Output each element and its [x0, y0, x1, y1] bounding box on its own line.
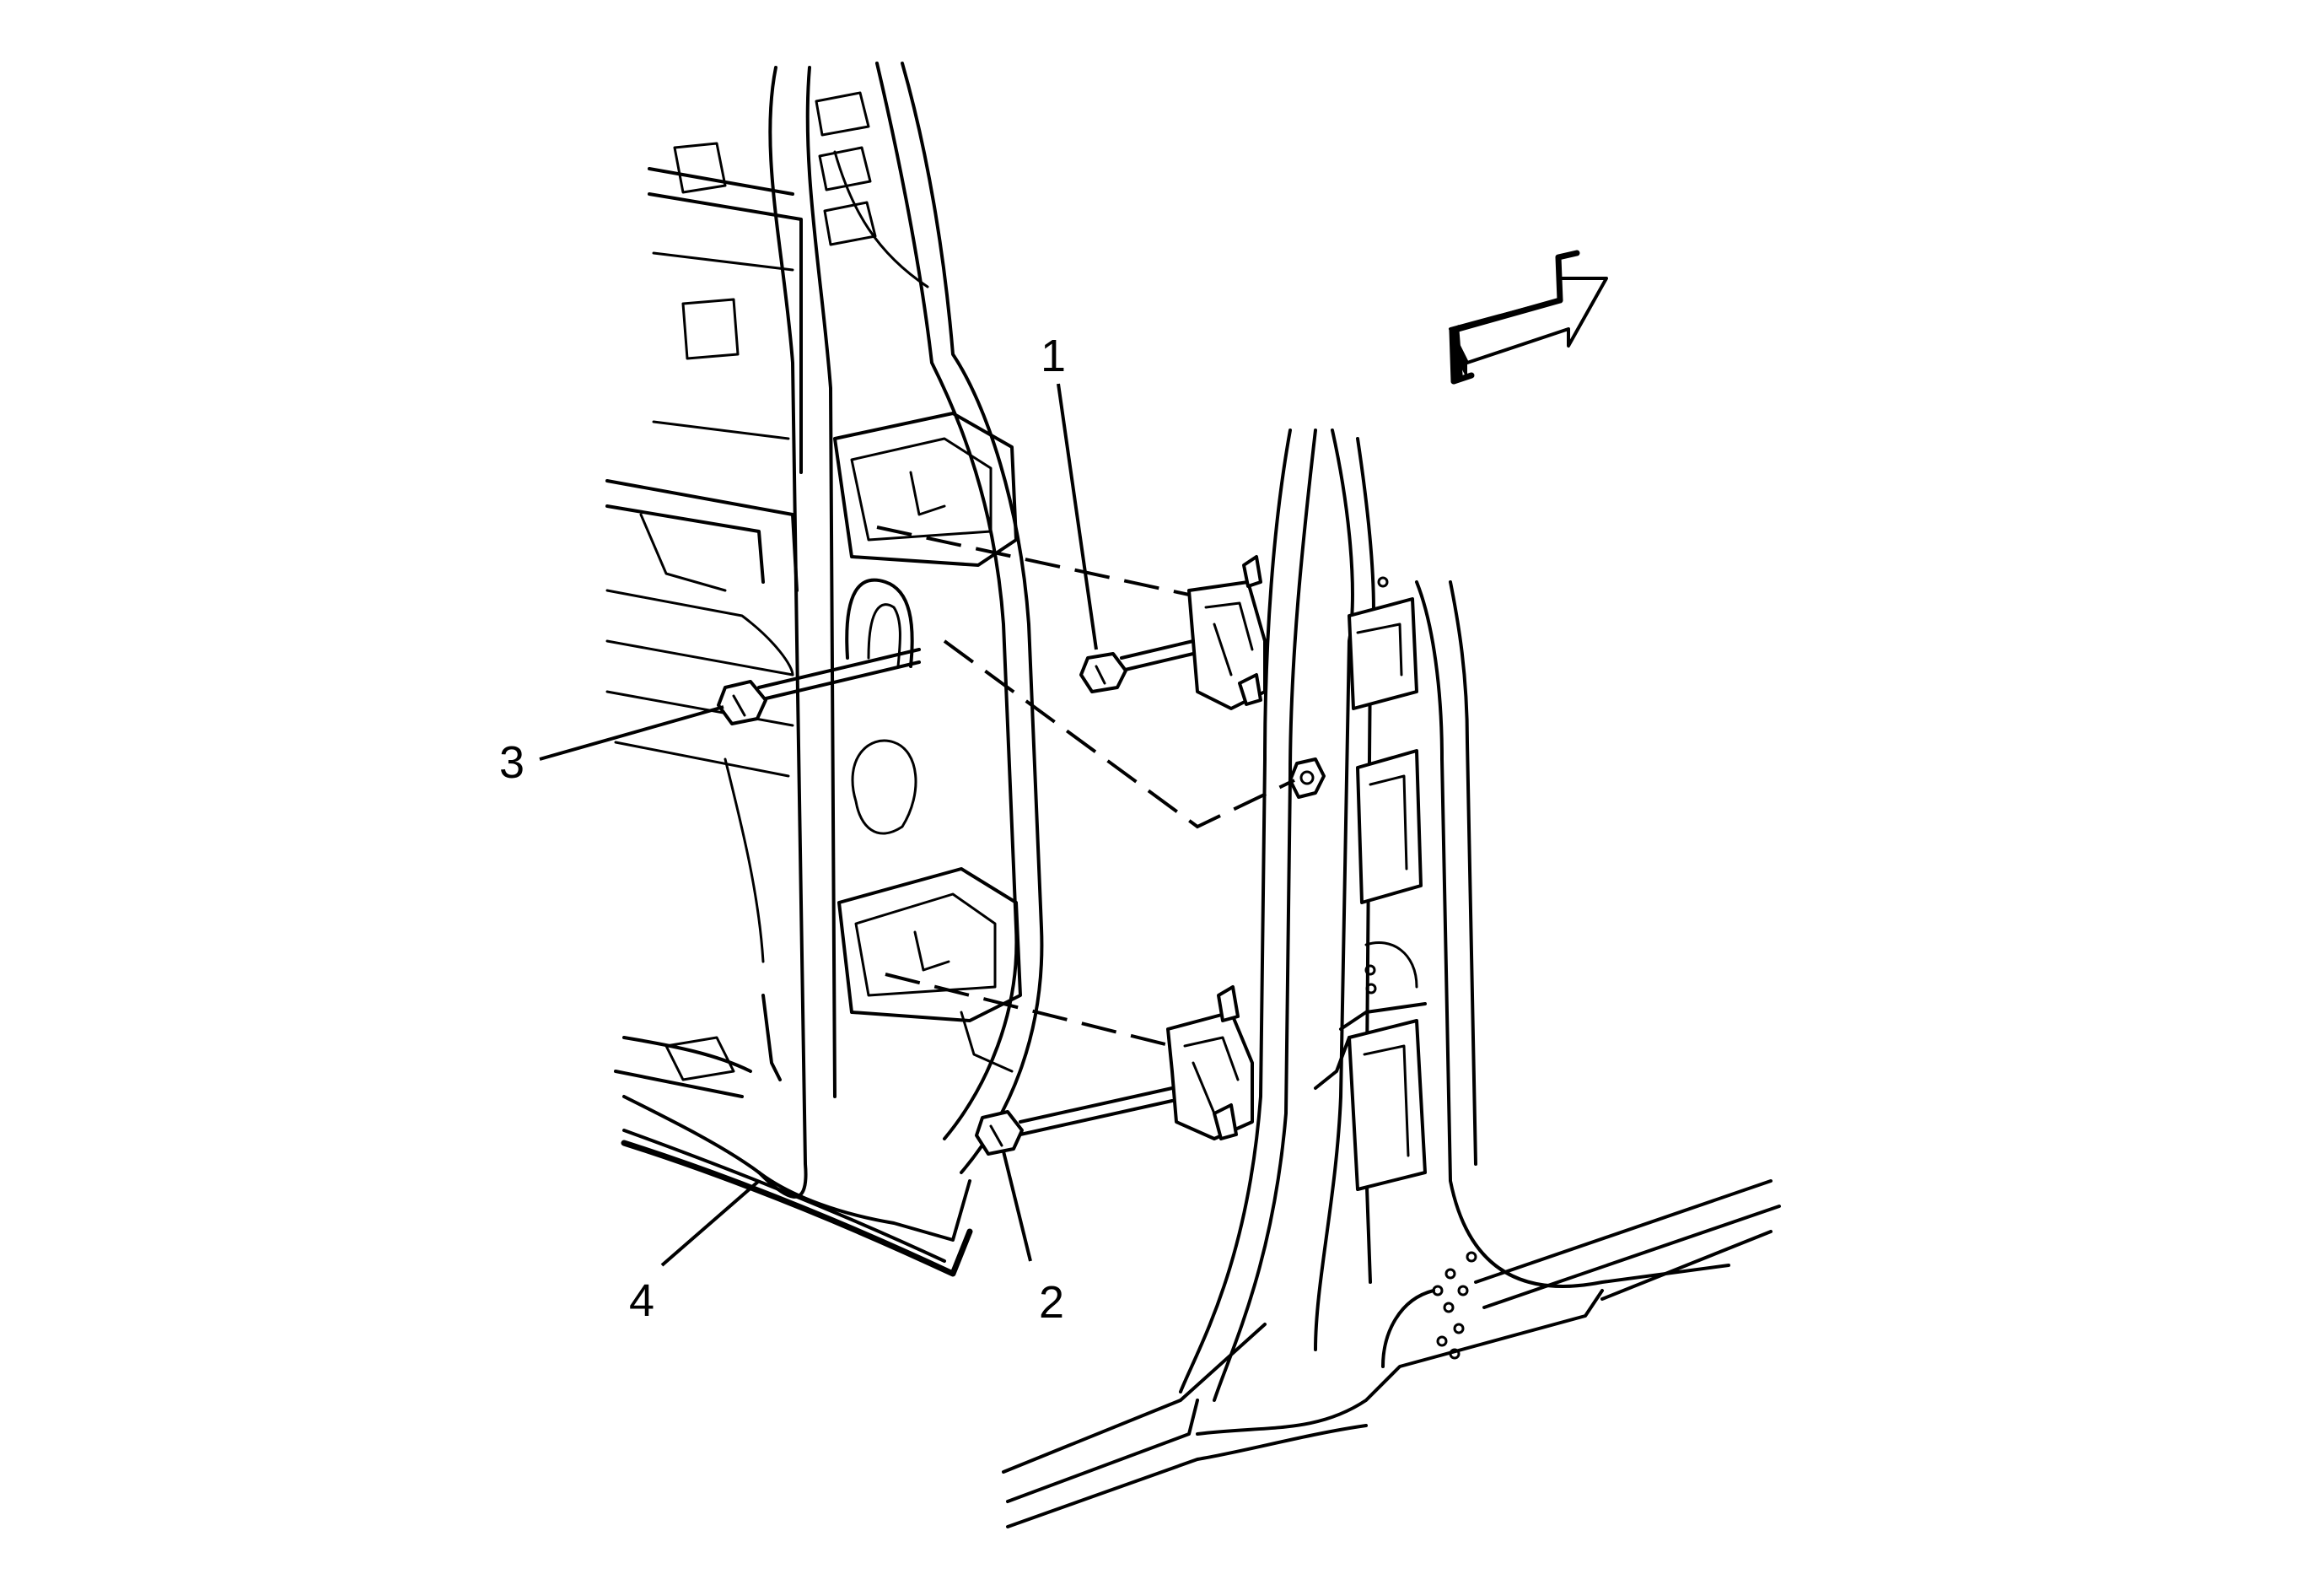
bolt-2	[975, 1086, 1174, 1156]
door-assembly	[605, 62, 1044, 1277]
floor-holes	[1432, 1251, 1477, 1360]
check-nut	[1288, 757, 1326, 799]
alignment-lines	[876, 526, 1295, 1048]
callout-3: 3	[499, 737, 525, 788]
lower-hinge	[1166, 985, 1254, 1140]
callout-leaders	[539, 383, 1098, 1267]
callout-2: 2	[1039, 1277, 1064, 1328]
callout-1: 1	[1041, 331, 1066, 381]
bolt-1	[1079, 639, 1195, 693]
callout-4: 4	[629, 1275, 654, 1326]
upper-hinge	[1187, 555, 1267, 710]
body-pillar	[1002, 429, 1781, 1528]
bolt-3	[717, 648, 921, 725]
forward-direction-arrow-icon	[1449, 250, 1608, 385]
